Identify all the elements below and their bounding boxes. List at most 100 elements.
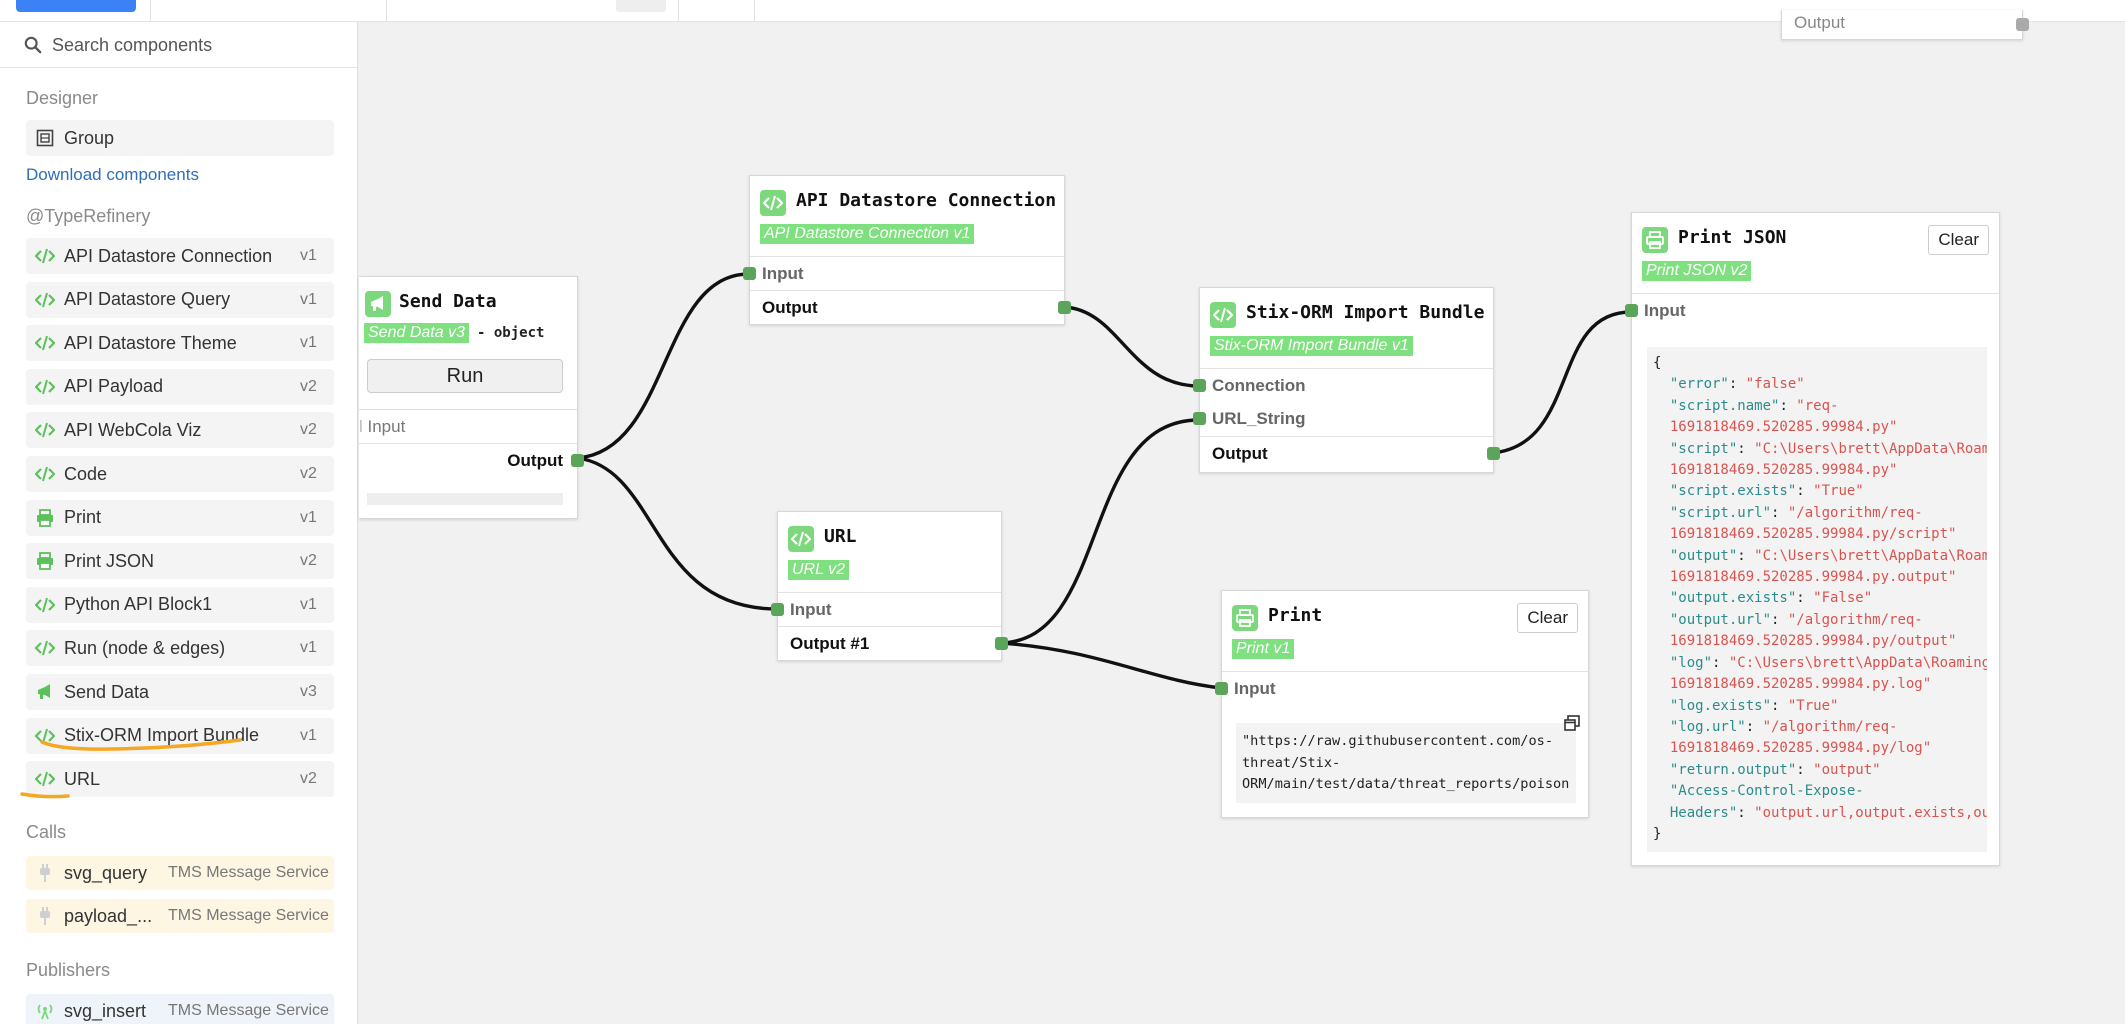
node-api-datastore-connection[interactable]: API Datastore Connection API Datastore C… bbox=[743, 175, 1071, 325]
port-row-output: Output bbox=[750, 290, 1071, 324]
top-toolbar bbox=[0, 0, 2125, 22]
json-value: "/algorithm/req- bbox=[1787, 504, 1923, 521]
json-value: "output.url,output.exists,ou bbox=[1754, 804, 1987, 821]
json-line: "log.url": "/algorithm/req- bbox=[1653, 717, 1981, 738]
section-title-calls: Calls bbox=[26, 822, 67, 842]
json-key: "log.url" bbox=[1653, 718, 1746, 735]
clear-button[interactable]: Clear bbox=[1517, 603, 1578, 633]
port-label-input: Input bbox=[790, 599, 832, 619]
sidebar-item-version: v1 bbox=[300, 639, 317, 657]
sidebar-item-label: Stix-ORM Import Bundle bbox=[64, 725, 260, 746]
sidebar-item-version: v2 bbox=[300, 465, 317, 482]
port-label-input: Input bbox=[1234, 678, 1276, 698]
sidebar-item-run-node-edges[interactable]: Run (node & edges)v1 bbox=[26, 630, 334, 667]
node-partial-top[interactable]: Output bbox=[1781, 10, 2029, 40]
input-port[interactable] bbox=[1193, 412, 1206, 425]
node-stix-orm-import-bundle[interactable]: Stix-ORM Import Bundle Stix-ORM Import B… bbox=[1193, 287, 1500, 473]
json-value: { bbox=[1653, 355, 1662, 371]
json-line: "return.output": "output" bbox=[1653, 760, 1981, 781]
output-port[interactable] bbox=[2016, 18, 2029, 31]
input-port[interactable] bbox=[771, 603, 784, 616]
sidebar-item-version: v3 bbox=[300, 683, 317, 700]
node-title: Print JSON bbox=[1678, 227, 1787, 248]
code-icon bbox=[788, 526, 814, 552]
json-key: "script.url" bbox=[1653, 504, 1772, 521]
node-print-json[interactable]: Print JSON Print JSON v2 Clear Input { "… bbox=[1625, 212, 2000, 866]
progress-bar bbox=[367, 493, 563, 505]
json-line: 1691818469.520285.99984.py/script" bbox=[1653, 524, 1981, 545]
json-colon: : bbox=[1771, 697, 1788, 714]
json-value: "True" bbox=[1813, 483, 1864, 500]
search-icon bbox=[24, 36, 42, 54]
expand-window-icon[interactable] bbox=[1564, 715, 1580, 731]
json-output: { "error": "false" "script.name": "req- … bbox=[1647, 347, 1987, 852]
plug-icon bbox=[26, 864, 64, 882]
sidebar-item-version: v1 bbox=[300, 726, 317, 744]
output-port[interactable] bbox=[995, 637, 1008, 650]
json-key: "output" bbox=[1653, 547, 1738, 564]
port-row-url-string: URL_String bbox=[1193, 402, 1493, 436]
output-port[interactable] bbox=[1058, 301, 1071, 314]
json-line: 1691818469.520285.99984.py" bbox=[1653, 417, 1981, 438]
code-icon bbox=[26, 238, 64, 274]
output-port[interactable] bbox=[1487, 447, 1500, 460]
node-subtitle: Send Data v3 bbox=[364, 323, 469, 343]
publisher-item-service: TMS Message Service bbox=[168, 1002, 329, 1019]
search-bar bbox=[0, 22, 357, 68]
json-colon: : bbox=[1737, 547, 1755, 564]
sidebar-item-version: v2 bbox=[300, 377, 317, 395]
publisher-item-svg-insert[interactable]: svg_insert TMS Message Service bbox=[26, 994, 334, 1024]
node-print[interactable]: Print Print v1 Clear Input "https://raw.… bbox=[1215, 590, 1589, 818]
megaphone-icon bbox=[26, 674, 64, 710]
json-line: "script.exists": "True" bbox=[1653, 481, 1981, 502]
download-components-link[interactable]: Download components bbox=[26, 165, 199, 184]
node-subtitle: Print v1 bbox=[1232, 639, 1295, 659]
call-item-payload[interactable]: payload_... TMS Message Service bbox=[26, 899, 334, 933]
run-button[interactable]: Run bbox=[367, 359, 563, 393]
toolbar-divider bbox=[678, 0, 679, 22]
primary-toolbar-button[interactable] bbox=[16, 0, 136, 12]
node-subtitle: API Datastore Connection v1 bbox=[760, 224, 975, 244]
input-port[interactable] bbox=[743, 267, 756, 280]
input-port[interactable] bbox=[1215, 682, 1228, 695]
port-row-output: Output #1 bbox=[778, 626, 1008, 660]
node-title: API Datastore Connection bbox=[796, 190, 1057, 211]
sidebar-item-stix-orm-import-bundle[interactable]: Stix-ORM Import Bundle v1 bbox=[26, 717, 334, 754]
output-port[interactable] bbox=[571, 454, 584, 467]
json-line: "script.url": "/algorithm/req- bbox=[1653, 503, 1981, 524]
json-value: 1691818469.520285.99984.py" bbox=[1653, 462, 1898, 479]
input-port[interactable] bbox=[1625, 304, 1638, 317]
node-subtitle: URL v2 bbox=[788, 560, 850, 580]
json-colon: : bbox=[1796, 483, 1814, 500]
json-line: "output.url": "/algorithm/req- bbox=[1653, 610, 1981, 631]
sidebar-item-group[interactable]: Group bbox=[26, 120, 334, 156]
toolbar-control[interactable] bbox=[616, 0, 666, 12]
code-icon bbox=[26, 412, 64, 448]
sidebar-item-version: v1 bbox=[300, 508, 317, 526]
node-title: Print bbox=[1268, 605, 1323, 626]
code-icon bbox=[26, 369, 64, 405]
json-colon: : bbox=[1737, 804, 1755, 821]
call-item-svg-query[interactable]: svg_query TMS Message Service bbox=[26, 856, 334, 890]
search-input[interactable] bbox=[52, 30, 342, 60]
clear-button[interactable]: Clear bbox=[1928, 225, 1989, 255]
json-value: "C:\Users\brett\AppData\Roam bbox=[1754, 440, 1987, 457]
node-send-data[interactable]: Send Data Send Data v3 - object Run l In… bbox=[359, 276, 584, 519]
input-port[interactable] bbox=[1193, 379, 1206, 392]
json-value: 1691818469.520285.99984.py.output" bbox=[1653, 569, 1957, 586]
json-value: "false" bbox=[1745, 376, 1805, 393]
port-label-output: Output bbox=[1212, 443, 1268, 463]
node-url[interactable]: URL URL v2 Input Output #1 bbox=[771, 511, 1008, 661]
port-row-connection: Connection bbox=[1193, 368, 1493, 402]
